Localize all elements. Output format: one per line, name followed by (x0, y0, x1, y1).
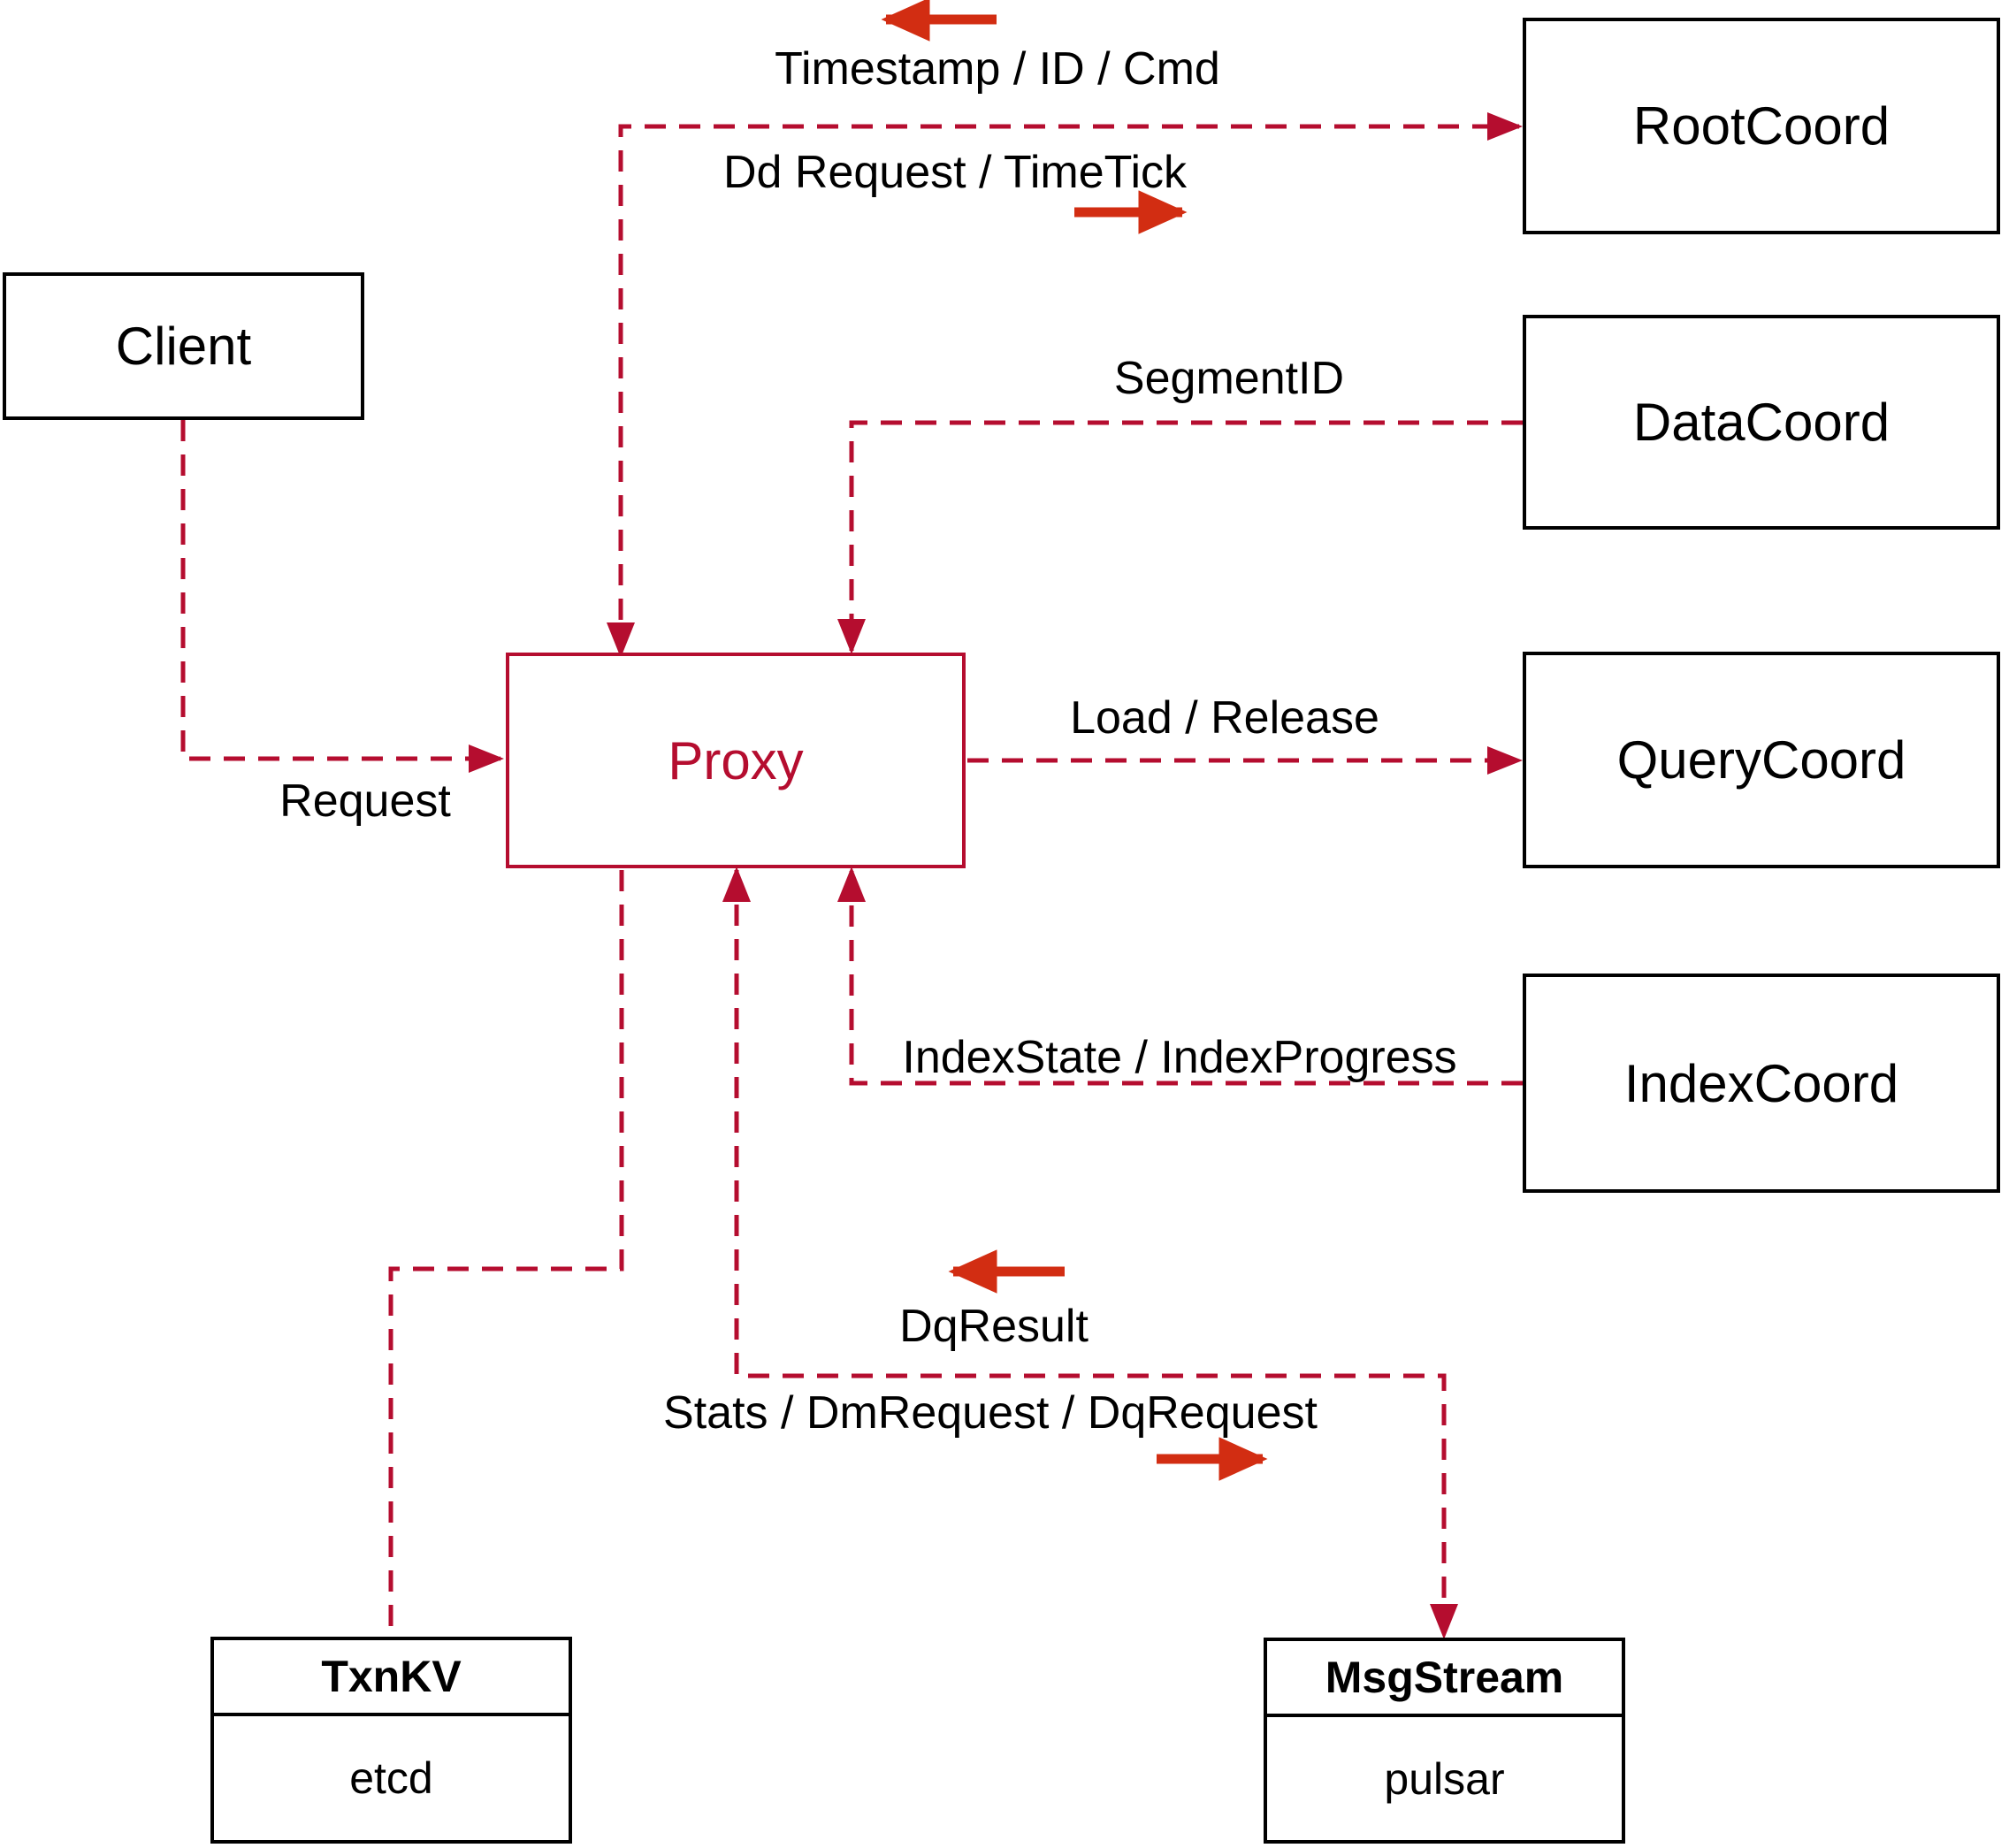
connector-client-proxy (180, 420, 504, 773)
node-msgstream: MsgStream pulsar (1264, 1638, 1625, 1844)
node-querycoord-label: QueryCoord (1616, 730, 1906, 790)
connector-datacoord-proxy (837, 420, 1523, 654)
node-indexcoord-label: IndexCoord (1623, 1053, 1899, 1113)
edge-label-dqresult: DqResult (899, 1301, 1089, 1352)
node-client-label: Client (115, 317, 252, 376)
edge-label-stats-dmrequest-dqrequest: Stats / DmRequest / DqRequest (663, 1387, 1318, 1439)
edge-label-timestamp-id-cmd: Timestamp / ID / Cmd (775, 43, 1220, 95)
node-datacoord: DataCoord (1523, 315, 2000, 530)
connector-proxy-txnkv (388, 870, 624, 1635)
edge-label-segmentid: SegmentID (1113, 353, 1345, 404)
edge-label-request: Request (279, 775, 451, 827)
node-proxy-label: Proxy (668, 730, 804, 790)
txnkv-title: TxnKV (214, 1640, 569, 1716)
node-indexcoord: IndexCoord (1523, 974, 2000, 1193)
edge-label-load-release: Load / Release (1070, 692, 1379, 744)
node-client: Client (3, 272, 364, 420)
msgstream-impl: pulsar (1384, 1753, 1505, 1804)
node-querycoord: QueryCoord (1523, 652, 2000, 868)
node-rootcoord: RootCoord (1523, 18, 2000, 234)
msgstream-title: MsgStream (1267, 1641, 1622, 1717)
connector-proxy-rootcoord (607, 112, 1523, 658)
node-datacoord-label: DataCoord (1632, 393, 1891, 452)
edge-label-indexstate-indexprogress: IndexState / IndexProgress (902, 1032, 1457, 1083)
edge-label-dd-request-timetick: Dd Request / TimeTick (722, 147, 1188, 198)
node-rootcoord-label: RootCoord (1632, 96, 1891, 156)
node-txnkv: TxnKV etcd (210, 1637, 572, 1844)
txnkv-impl: etcd (349, 1753, 433, 1803)
node-proxy: Proxy (506, 653, 966, 868)
connector-proxy-msgstream (722, 867, 1458, 1639)
